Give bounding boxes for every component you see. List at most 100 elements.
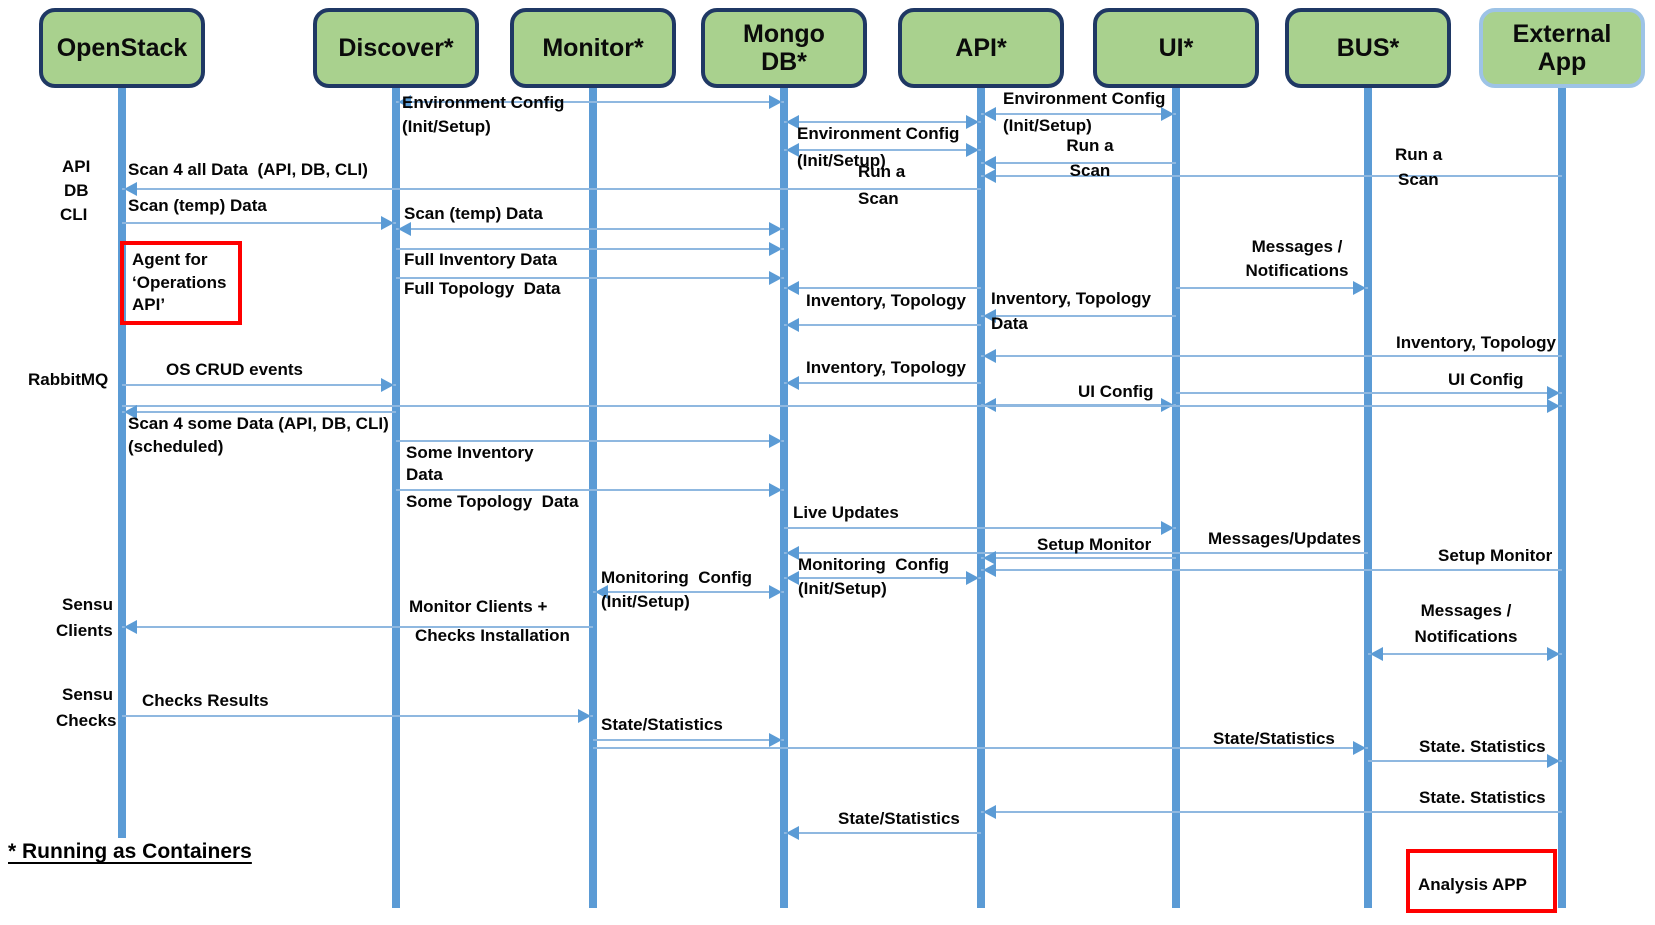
msg-mongodb-api <box>784 382 981 384</box>
message-label: Run a <box>858 162 906 181</box>
message-label: Messages / <box>1420 601 1512 620</box>
arrowhead-right <box>1547 647 1560 661</box>
arrowhead-left <box>983 156 996 170</box>
arrowhead-right <box>578 709 591 723</box>
msg-mongodb-api <box>784 149 981 151</box>
arrowhead-right <box>1353 281 1366 295</box>
msg-discover-mongodb <box>396 101 784 103</box>
message-label: Sensu <box>62 685 114 704</box>
message-label: Sensu <box>62 595 114 614</box>
message-label: Notifications <box>1245 261 1349 280</box>
lifeline-bus <box>1364 88 1372 908</box>
msg-api-external <box>981 811 1562 813</box>
arrowhead-right <box>381 378 394 392</box>
msg-mongodb-api <box>784 287 981 289</box>
message-label: UI Config <box>1448 370 1524 389</box>
msg-api-ui <box>981 315 1176 317</box>
component-discover: Discover* <box>313 8 479 88</box>
arrowhead-left <box>983 107 996 121</box>
message-label: Scan 4 some Data (API, DB, CLI) <box>128 414 389 433</box>
message-label: Scan <box>1398 170 1439 189</box>
arrowhead-left <box>983 551 996 565</box>
message-label: Inventory, Topology <box>1396 333 1556 352</box>
msg-api-ui <box>981 557 1176 559</box>
message-label: Inventory, Topology <box>991 289 1151 308</box>
message-label: Setup Monitor <box>1438 546 1553 565</box>
arrowhead-right <box>769 585 782 599</box>
message-label: Live Updates <box>793 503 899 522</box>
msg-mongodb-api <box>784 832 981 834</box>
message-label: Clients <box>56 621 113 640</box>
arrowhead-right <box>966 115 979 129</box>
message-label: Some Topology Data <box>406 492 579 511</box>
message-label: Scan 4 all Data (API, DB, CLI) <box>128 160 368 179</box>
lifeline-discover <box>392 88 400 908</box>
msg-openstack-monitor <box>122 626 593 628</box>
msg-discover-mongodb <box>396 489 784 491</box>
message-label: Scan (temp) Data <box>128 196 267 215</box>
message-label: (Init/Setup) <box>797 151 886 170</box>
message-label: Setup Monitor <box>1037 535 1152 554</box>
msg-discover-mongodb <box>396 228 784 230</box>
arrowhead-left <box>786 546 799 560</box>
arrowhead-left <box>786 571 799 585</box>
message-label: (Init/Setup) <box>402 117 491 136</box>
message-label: (scheduled) <box>128 437 224 456</box>
msg-openstack-discover <box>122 384 396 386</box>
message-label: Environment Config <box>1003 89 1166 108</box>
lifeline-external <box>1558 88 1566 908</box>
message-label: Run a <box>1066 136 1114 155</box>
msg-monitor-bus <box>593 747 1368 749</box>
message-label: State/Statistics <box>601 715 723 734</box>
lifeline-mongodb <box>780 88 788 908</box>
message-label: State. Statistics <box>1419 737 1546 756</box>
arrowhead-left <box>595 585 608 599</box>
message-label: Notifications <box>1414 627 1518 646</box>
message-label: (Init/Setup) <box>601 592 690 611</box>
msg-openstack-discover <box>122 222 396 224</box>
message-label: DB <box>64 181 89 200</box>
arrowhead-right <box>769 434 782 448</box>
arrowhead-right <box>769 95 782 109</box>
arrowhead-left <box>983 563 996 577</box>
arrowhead-left <box>786 143 799 157</box>
component-api: API* <box>898 8 1064 88</box>
msg-openstack-monitor <box>122 715 593 717</box>
msg-api-external <box>981 569 1562 571</box>
arrowhead-right <box>966 143 979 157</box>
message-label: Messages/Updates <box>1208 529 1362 548</box>
message-label: RabbitMQ <box>28 370 109 389</box>
message-label: Monitoring Config <box>798 555 950 574</box>
message-label: UI Config <box>1078 382 1154 401</box>
message-label: Scan (temp) Data <box>404 204 543 223</box>
arrowhead-left <box>983 805 996 819</box>
message-label: Checks <box>56 711 117 730</box>
component-bus: BUS* <box>1285 8 1451 88</box>
msg-discover-mongodb <box>396 440 784 442</box>
message-label: (Init/Setup) <box>798 579 887 598</box>
arrowhead-right <box>1161 107 1174 121</box>
msg-discover-mongodb <box>396 248 784 250</box>
message-label: Monitoring Config <box>601 568 753 587</box>
message-label: State/Statistics <box>1213 729 1335 748</box>
msg-api-ui <box>981 113 1176 115</box>
arrowhead-left <box>398 95 411 109</box>
arrowhead-left <box>124 405 137 419</box>
message-label: Scan <box>858 189 899 208</box>
msg-api-external <box>981 175 1562 177</box>
arrowhead-left <box>124 620 137 634</box>
arrowhead-left <box>786 826 799 840</box>
msg-ui-bus <box>1176 287 1368 289</box>
msg-bus-external <box>1368 653 1562 655</box>
msg-openstack-external <box>122 405 1562 407</box>
footer-note: * Running as Containers <box>8 840 252 863</box>
message-label: State. Statistics <box>1419 788 1546 807</box>
lifeline-api <box>977 88 985 908</box>
msg-bus-external <box>1368 760 1562 762</box>
arrowhead-right <box>769 222 782 236</box>
component-ui: UI* <box>1093 8 1259 88</box>
message-label: Scan <box>1069 161 1111 180</box>
arrowhead-right <box>769 271 782 285</box>
lifeline-monitor <box>589 88 597 908</box>
message-label: State/Statistics <box>838 809 960 828</box>
